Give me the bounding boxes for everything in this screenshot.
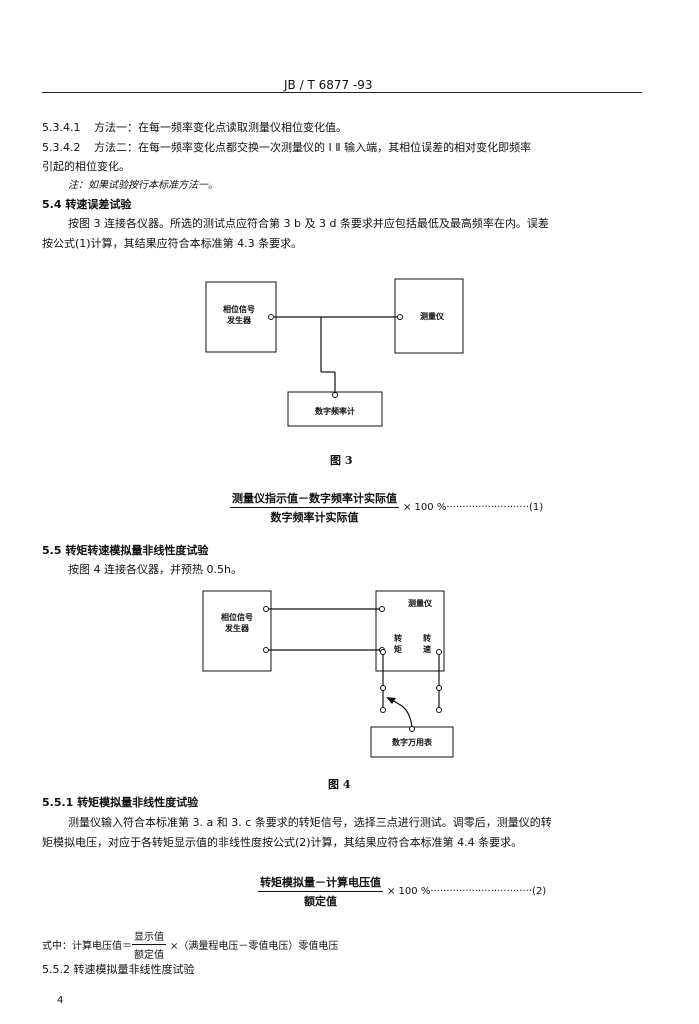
where-prefix: 式中：计算电压值＝ [42,941,132,952]
fig4-speed-label: 速 [423,645,431,654]
formula-2-numerator: 转矩模拟量－计算电压值 [258,874,383,892]
formula-1-denominator: 数字频率计实际值 [270,511,359,524]
clause-number: 5.3.4.2 [42,141,81,154]
section-heading-55: 5.5 转矩转速模拟量非线性度试验 [42,544,209,557]
fig3-terminal [268,314,274,320]
fig4-speed-label: 转 [423,634,431,643]
clause-text: 方法二：在每一频率变化点都交换一次测量仪的 Ⅰ Ⅱ 输入端，其相位误差的相对变化… [93,141,532,154]
fig3-counter-box [287,391,383,427]
where-denominator: 额定值 [134,950,164,961]
fig3-meter-box [394,278,464,354]
fig3-meter-label: 测量仪 [420,312,444,321]
fig3-terminal [332,392,338,398]
formula-1-tail: × 100 %··························(1) [403,502,544,513]
fig4-meter-box [375,590,445,672]
formula-1: 测量仪指示值－数字频率计实际值 数字频率计实际值 × 100 %········… [230,490,543,525]
fig4-meter-label: 测量仪 [408,599,432,608]
fig3-generator-label: 相位信号 [223,305,255,314]
fig4-dvm-label: 数字万用表 [392,738,432,747]
fig3-counter-label: 数字频率计 [315,407,355,416]
section-heading-551: 5.5.1 转矩模拟量非线性度试验 [42,796,199,809]
fig4-dvm-box [370,726,454,758]
formula-2-tail: × 100 %································(… [387,886,547,897]
fig4-torque-label: 转 [394,634,402,643]
clause-5341: 5.3.4.1 方法一：在每一频率变化点读取测量仪相位变化值。 [42,121,347,135]
clause-5342-line2: 引起的相位变化。 [42,160,130,173]
figure-4-caption: 图 4 [328,778,351,791]
standard-number: JB / T 6877 -93 [284,78,373,92]
fig4-generator-box [202,590,272,672]
page-number: 4 [57,995,64,1006]
where-suffix: ×（满量程电压－零值电压）零值电压 [170,941,339,952]
header-rule [42,92,642,93]
clause-5342: 5.3.4.2 方法二：在每一频率变化点都交换一次测量仪的 Ⅰ Ⅱ 输入端，其相… [42,141,531,155]
fig4-generator-label: 发生器 [225,624,249,633]
formula-1-numerator: 测量仪指示值－数字频率计实际值 [230,490,399,508]
section-55-body: 按图 4 连接各仪器，并预热 0.5h。 [68,563,242,576]
where-clause: 式中：计算电压值＝ 显示值 额定值 ×（满量程电压－零值电压）零值电压 [42,928,338,961]
formula-2: 转矩模拟量－计算电压值 额定值 × 100 %·················… [258,874,546,909]
section-heading-552: 5.5.2 转速模拟量非线性度试验 [42,963,195,976]
formula-2-denominator: 额定值 [304,895,337,908]
fig3-generator-label: 发生器 [227,316,251,325]
fig3-generator-box [205,281,277,353]
fig4-torque-label: 矩 [394,645,402,654]
where-numerator: 显示值 [132,928,166,945]
figure-3-caption: 图 3 [330,454,353,467]
note: 注：如果试验按行本标准方法一。 [68,180,218,191]
fig4-generator-label: 相位信号 [221,613,253,622]
section-54-body-line2: 按公式(1)计算，其结果应符合本标准第 4.3 条要求。 [42,237,303,250]
clause-text: 方法一：在每一频率变化点读取测量仪相位变化值。 [93,121,347,134]
section-heading-54: 5.4 转速误差试验 [42,198,132,211]
section-551-body-line2: 矩模拟电压，对应于各转矩显示值的非线性度按公式(2)计算，其结果应符合本标准第 … [42,836,523,849]
clause-number: 5.3.4.1 [42,121,81,134]
section-54-body-line1: 按图 3 连接各仪器。所选的测试点应符合第 3 b 及 3 d 条要求并应包括最… [68,217,549,230]
section-551-body-line1: 测量仪输入符合本标准第 3. a 和 3. c 条要求的转矩信号，选择三点进行测… [68,816,552,829]
fig3-terminal [397,314,403,320]
